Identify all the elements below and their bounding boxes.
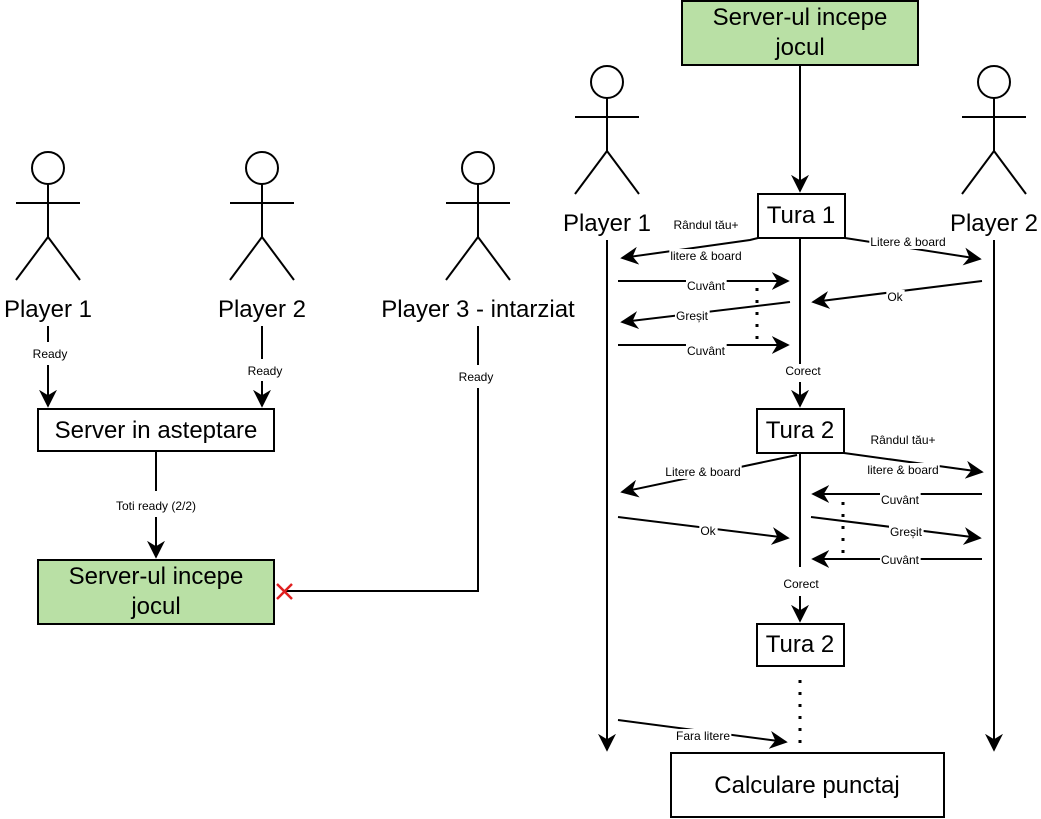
actor-player-3-icon — [445, 151, 511, 281]
right-start-line1: Server-ul incepe — [713, 4, 888, 31]
round-2-word2-label: Cuvânt — [881, 553, 920, 567]
round-2-p1-letters-label: Litere & board — [665, 465, 740, 479]
round-2-turn-label-2: litere & board — [867, 463, 938, 477]
left-start-line1: Server-ul incepe — [69, 563, 244, 590]
round-1-ok-label: Ok — [887, 290, 903, 304]
all-ready-label: Toti ready (2/2) — [116, 499, 196, 513]
score-label: Calculare punctaj — [714, 772, 899, 799]
ready-label-2: Ready — [248, 364, 283, 378]
right-start-line2: jocul — [774, 34, 824, 61]
actor-player-1-label: Player 1 — [4, 296, 92, 323]
left-start-line2: jocul — [130, 593, 180, 620]
round-1-box — [757, 193, 846, 239]
round-2-wrong-label: Greșit — [890, 525, 923, 539]
round-1-p2-letters-label: Litere & board — [870, 235, 945, 249]
right-start-box — [681, 0, 919, 66]
round-1-word-label: Cuvânt — [687, 279, 726, 293]
round-2-box — [756, 408, 845, 454]
round-2-ok-label: Ok — [700, 524, 716, 538]
actor-player-2-label: Player 2 — [218, 296, 306, 323]
score-box — [670, 752, 945, 818]
ready-label-1: Ready — [33, 347, 68, 361]
no-letters-label: Fara litere — [676, 729, 730, 743]
ready-label-3: Ready — [459, 370, 494, 384]
round-1-correct-label: Corect — [785, 364, 821, 378]
right-actor-player-1-label: Player 1 — [563, 210, 651, 237]
right-actor-player-2-icon — [961, 65, 1027, 195]
actor-player-1-icon — [15, 151, 81, 281]
round-2-turn-arrow — [843, 452, 984, 479]
round-1-wrong-label: Greșit — [676, 309, 709, 323]
left-start-box — [37, 559, 275, 625]
waiting-server-box — [37, 408, 275, 452]
round-2-word-label: Cuvânt — [881, 493, 920, 507]
round-2-title: Tura 2 — [766, 417, 834, 444]
actor-player-2-icon — [229, 151, 295, 281]
round-1-turn-label-2: litere & board — [670, 249, 741, 263]
waiting-server-label: Server in asteptare — [55, 417, 258, 444]
actor-player-3-label: Player 3 - intarziat — [381, 296, 575, 323]
round-2-correct-label: Corect — [783, 577, 819, 591]
right-actor-player-2-label: Player 2 — [950, 210, 1038, 237]
round-2-turn-label-1: Rândul tău+ — [870, 433, 935, 447]
rejected-cross-icon — [276, 583, 293, 600]
right-actor-player-1-icon — [574, 65, 640, 195]
round-1-word2-label: Cuvânt — [687, 344, 726, 358]
round-1-title: Tura 1 — [767, 202, 835, 229]
round-3-box — [756, 623, 845, 667]
round-1-turn-label-1: Rândul tău+ — [673, 218, 738, 232]
late-ready-line — [286, 388, 479, 592]
round-3-title: Tura 2 — [766, 631, 834, 658]
round-1-turn-arrow — [620, 237, 759, 265]
